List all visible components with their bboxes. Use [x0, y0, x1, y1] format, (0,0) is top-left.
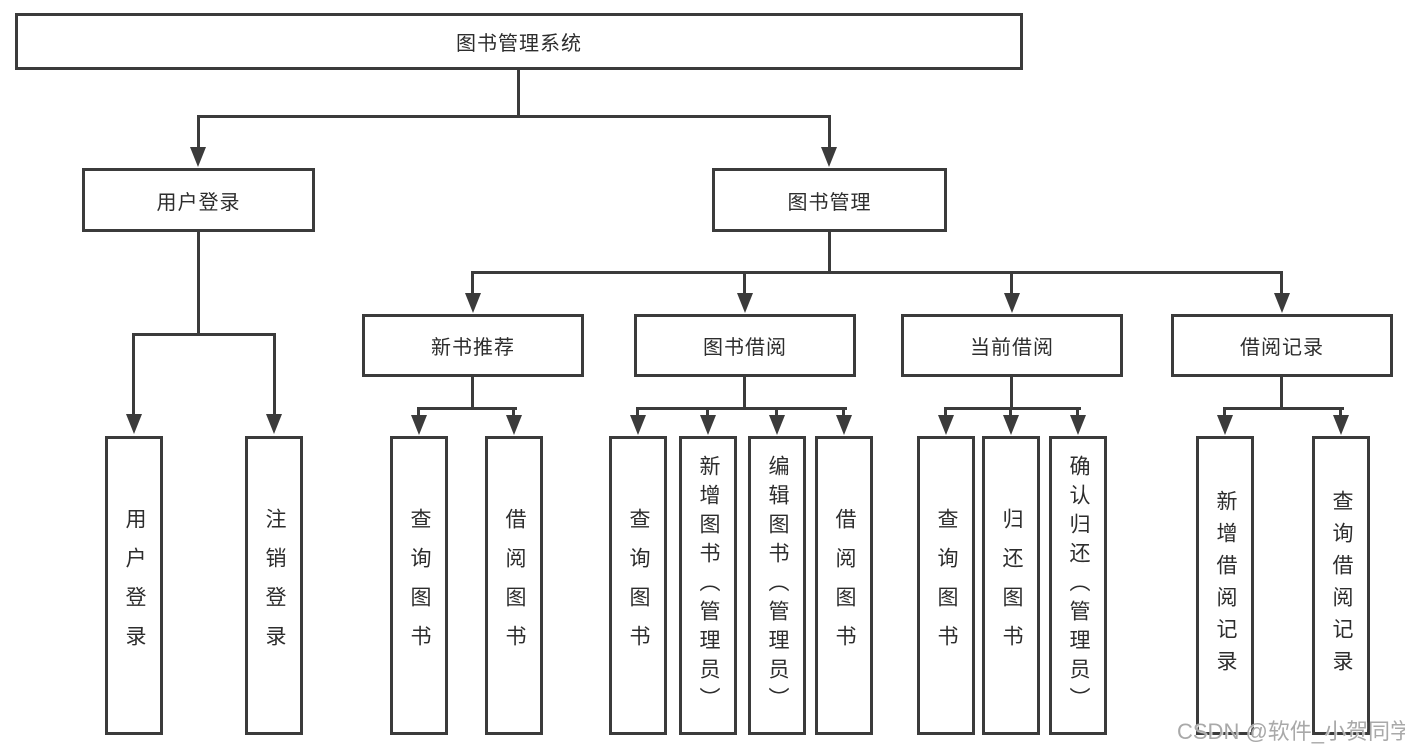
leaf-query-books: 查询图书	[390, 436, 448, 735]
leaf-add-borrow-record: 新增借阅记录	[1196, 436, 1254, 735]
connector-line	[775, 407, 778, 419]
leaf-user-login: 用户登录	[105, 436, 163, 735]
leaf-return-books: 归还图书	[982, 436, 1040, 735]
node-library-management-system: 图书管理系统	[15, 13, 1023, 70]
connector-line	[706, 407, 709, 419]
connector-line	[828, 115, 831, 149]
node-borrowing-records: 借阅记录	[1171, 314, 1393, 377]
connector-line	[1280, 271, 1283, 297]
node-user-login: 用户登录	[82, 168, 315, 232]
arrow-down-icon	[1070, 415, 1086, 435]
connector-line	[1010, 271, 1013, 297]
connector-line	[417, 407, 420, 419]
arrow-down-icon	[630, 415, 646, 435]
connector-line	[828, 232, 831, 273]
connector-line	[1010, 377, 1013, 409]
connector-line	[743, 377, 746, 409]
connector-line	[132, 333, 135, 415]
arrow-down-icon	[411, 415, 427, 435]
arrow-down-icon	[465, 293, 481, 313]
leaf-edit-books-admin: 编辑图书（管理员）	[748, 436, 806, 735]
connector-line	[743, 271, 746, 297]
connector-line	[944, 407, 947, 419]
connector-line	[197, 232, 200, 335]
arrow-down-icon	[506, 415, 522, 435]
connector-line	[944, 407, 1081, 410]
node-current-borrowing: 当前借阅	[901, 314, 1123, 377]
arrow-down-icon	[126, 414, 142, 434]
connector-line	[471, 377, 474, 409]
arrow-down-icon	[700, 415, 716, 435]
leaf-add-books-admin: 新增图书（管理员）	[679, 436, 737, 735]
connector-line	[1009, 407, 1012, 419]
leaf-borrow-books: 借阅图书	[485, 436, 543, 735]
leaf-logout: 注销登录	[245, 436, 303, 735]
arrow-down-icon	[938, 415, 954, 435]
arrow-down-icon	[821, 147, 837, 167]
connector-line	[1076, 407, 1079, 419]
connector-line	[1223, 407, 1226, 419]
leaf-query-books: 查询图书	[917, 436, 975, 735]
node-new-book-recommendation: 新书推荐	[362, 314, 584, 377]
leaf-confirm-return-admin: 确认归还（管理员）	[1049, 436, 1107, 735]
connector-line	[132, 333, 276, 336]
csdn-watermark: CSDN @软件_小贺同学	[1177, 719, 1405, 744]
arrow-down-icon	[266, 414, 282, 434]
arrow-down-icon	[1003, 415, 1019, 435]
arrow-down-icon	[836, 415, 852, 435]
arrow-down-icon	[1333, 415, 1349, 435]
connector-line	[471, 271, 1283, 274]
leaf-query-borrow-records: 查询借阅记录	[1312, 436, 1370, 735]
arrow-down-icon	[1004, 293, 1020, 313]
connector-line	[1339, 407, 1342, 419]
connector-line	[1223, 407, 1344, 410]
arrow-down-icon	[737, 293, 753, 313]
connector-line	[636, 407, 639, 419]
leaf-query-books: 查询图书	[609, 436, 667, 735]
connector-line	[517, 70, 520, 117]
node-book-borrowing: 图书借阅	[634, 314, 856, 377]
arrow-down-icon	[1217, 415, 1233, 435]
connector-line	[273, 333, 276, 415]
connector-line	[512, 407, 515, 419]
connector-line	[636, 407, 847, 410]
leaf-borrow-books: 借阅图书	[815, 436, 873, 735]
connector-line	[417, 407, 517, 410]
connector-line	[842, 407, 845, 419]
arrow-down-icon	[1274, 293, 1290, 313]
connector-line	[197, 115, 831, 118]
arrow-down-icon	[190, 147, 206, 167]
arrow-down-icon	[769, 415, 785, 435]
connector-line	[197, 115, 200, 149]
connector-line	[471, 271, 474, 297]
node-book-management: 图书管理	[712, 168, 947, 232]
connector-line	[1280, 377, 1283, 409]
